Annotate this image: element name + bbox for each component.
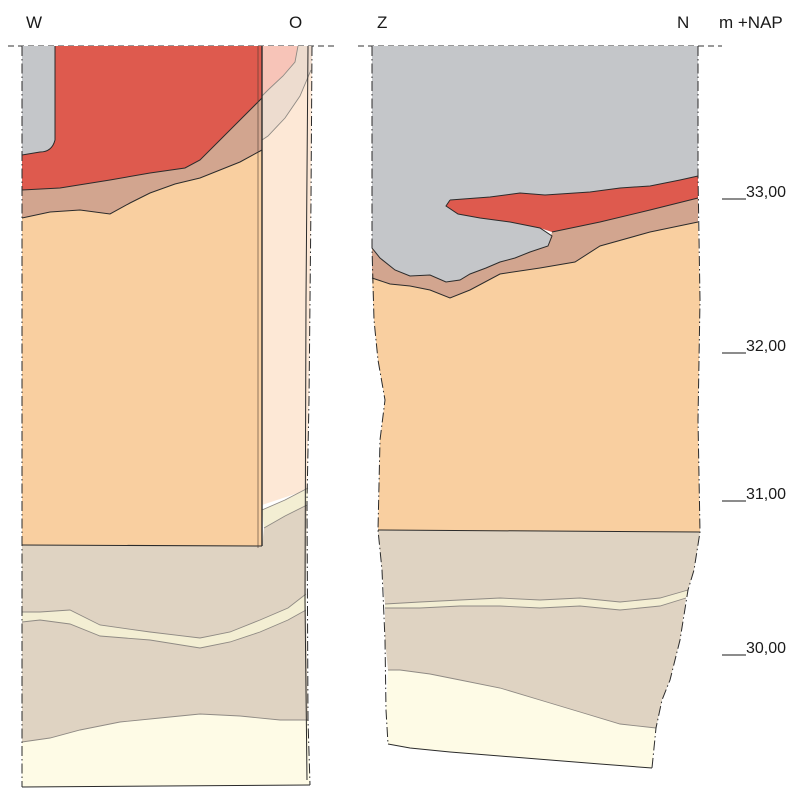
- profile-south-north: [371, 46, 701, 769]
- taupe-fill-layer-lower: [385, 598, 686, 728]
- tick-label-30: 30,00: [746, 640, 786, 657]
- profile-west-east: [21, 45, 313, 788]
- pale-strip-cream-band: [262, 488, 308, 528]
- grey-fill-layer: [372, 46, 698, 282]
- taupe-fill-layer-upper: [378, 530, 700, 604]
- tick-label-31: 31,00: [746, 486, 786, 503]
- tick-label-32: 32,00: [746, 338, 786, 355]
- grey-fill-layer: [22, 46, 55, 155]
- elevation-unit-label: m +NAP: [719, 13, 783, 32]
- orange-fill-layer: [22, 150, 262, 546]
- pale-strip-layer: [262, 46, 312, 505]
- profile-north-label: N: [677, 13, 689, 32]
- brown-fill-layer: [22, 98, 262, 218]
- elevation-scale: 33,00 32,00 31,00 30,00: [722, 184, 786, 657]
- cream-band-middle: [22, 594, 306, 648]
- brown-fill-layer: [372, 198, 698, 298]
- tick-label-33: 33,00: [746, 184, 786, 201]
- taupe-fill-layer-lower: [22, 610, 308, 742]
- red-fill-layer: [22, 46, 262, 190]
- pale-strip-pink-top: [262, 46, 298, 96]
- pale-strip-light-band: [262, 46, 312, 140]
- profile-west-label: W: [26, 13, 42, 32]
- pale-yellow-bottom-layer: [22, 714, 310, 787]
- red-fill-layer: [446, 176, 698, 232]
- profile-east-label: O: [289, 13, 302, 32]
- orange-fill-layer: [372, 222, 700, 532]
- taupe-fill-layer-upper: [22, 505, 307, 638]
- profile-south-label: Z: [377, 13, 387, 32]
- pale-yellow-bottom-layer: [386, 670, 656, 768]
